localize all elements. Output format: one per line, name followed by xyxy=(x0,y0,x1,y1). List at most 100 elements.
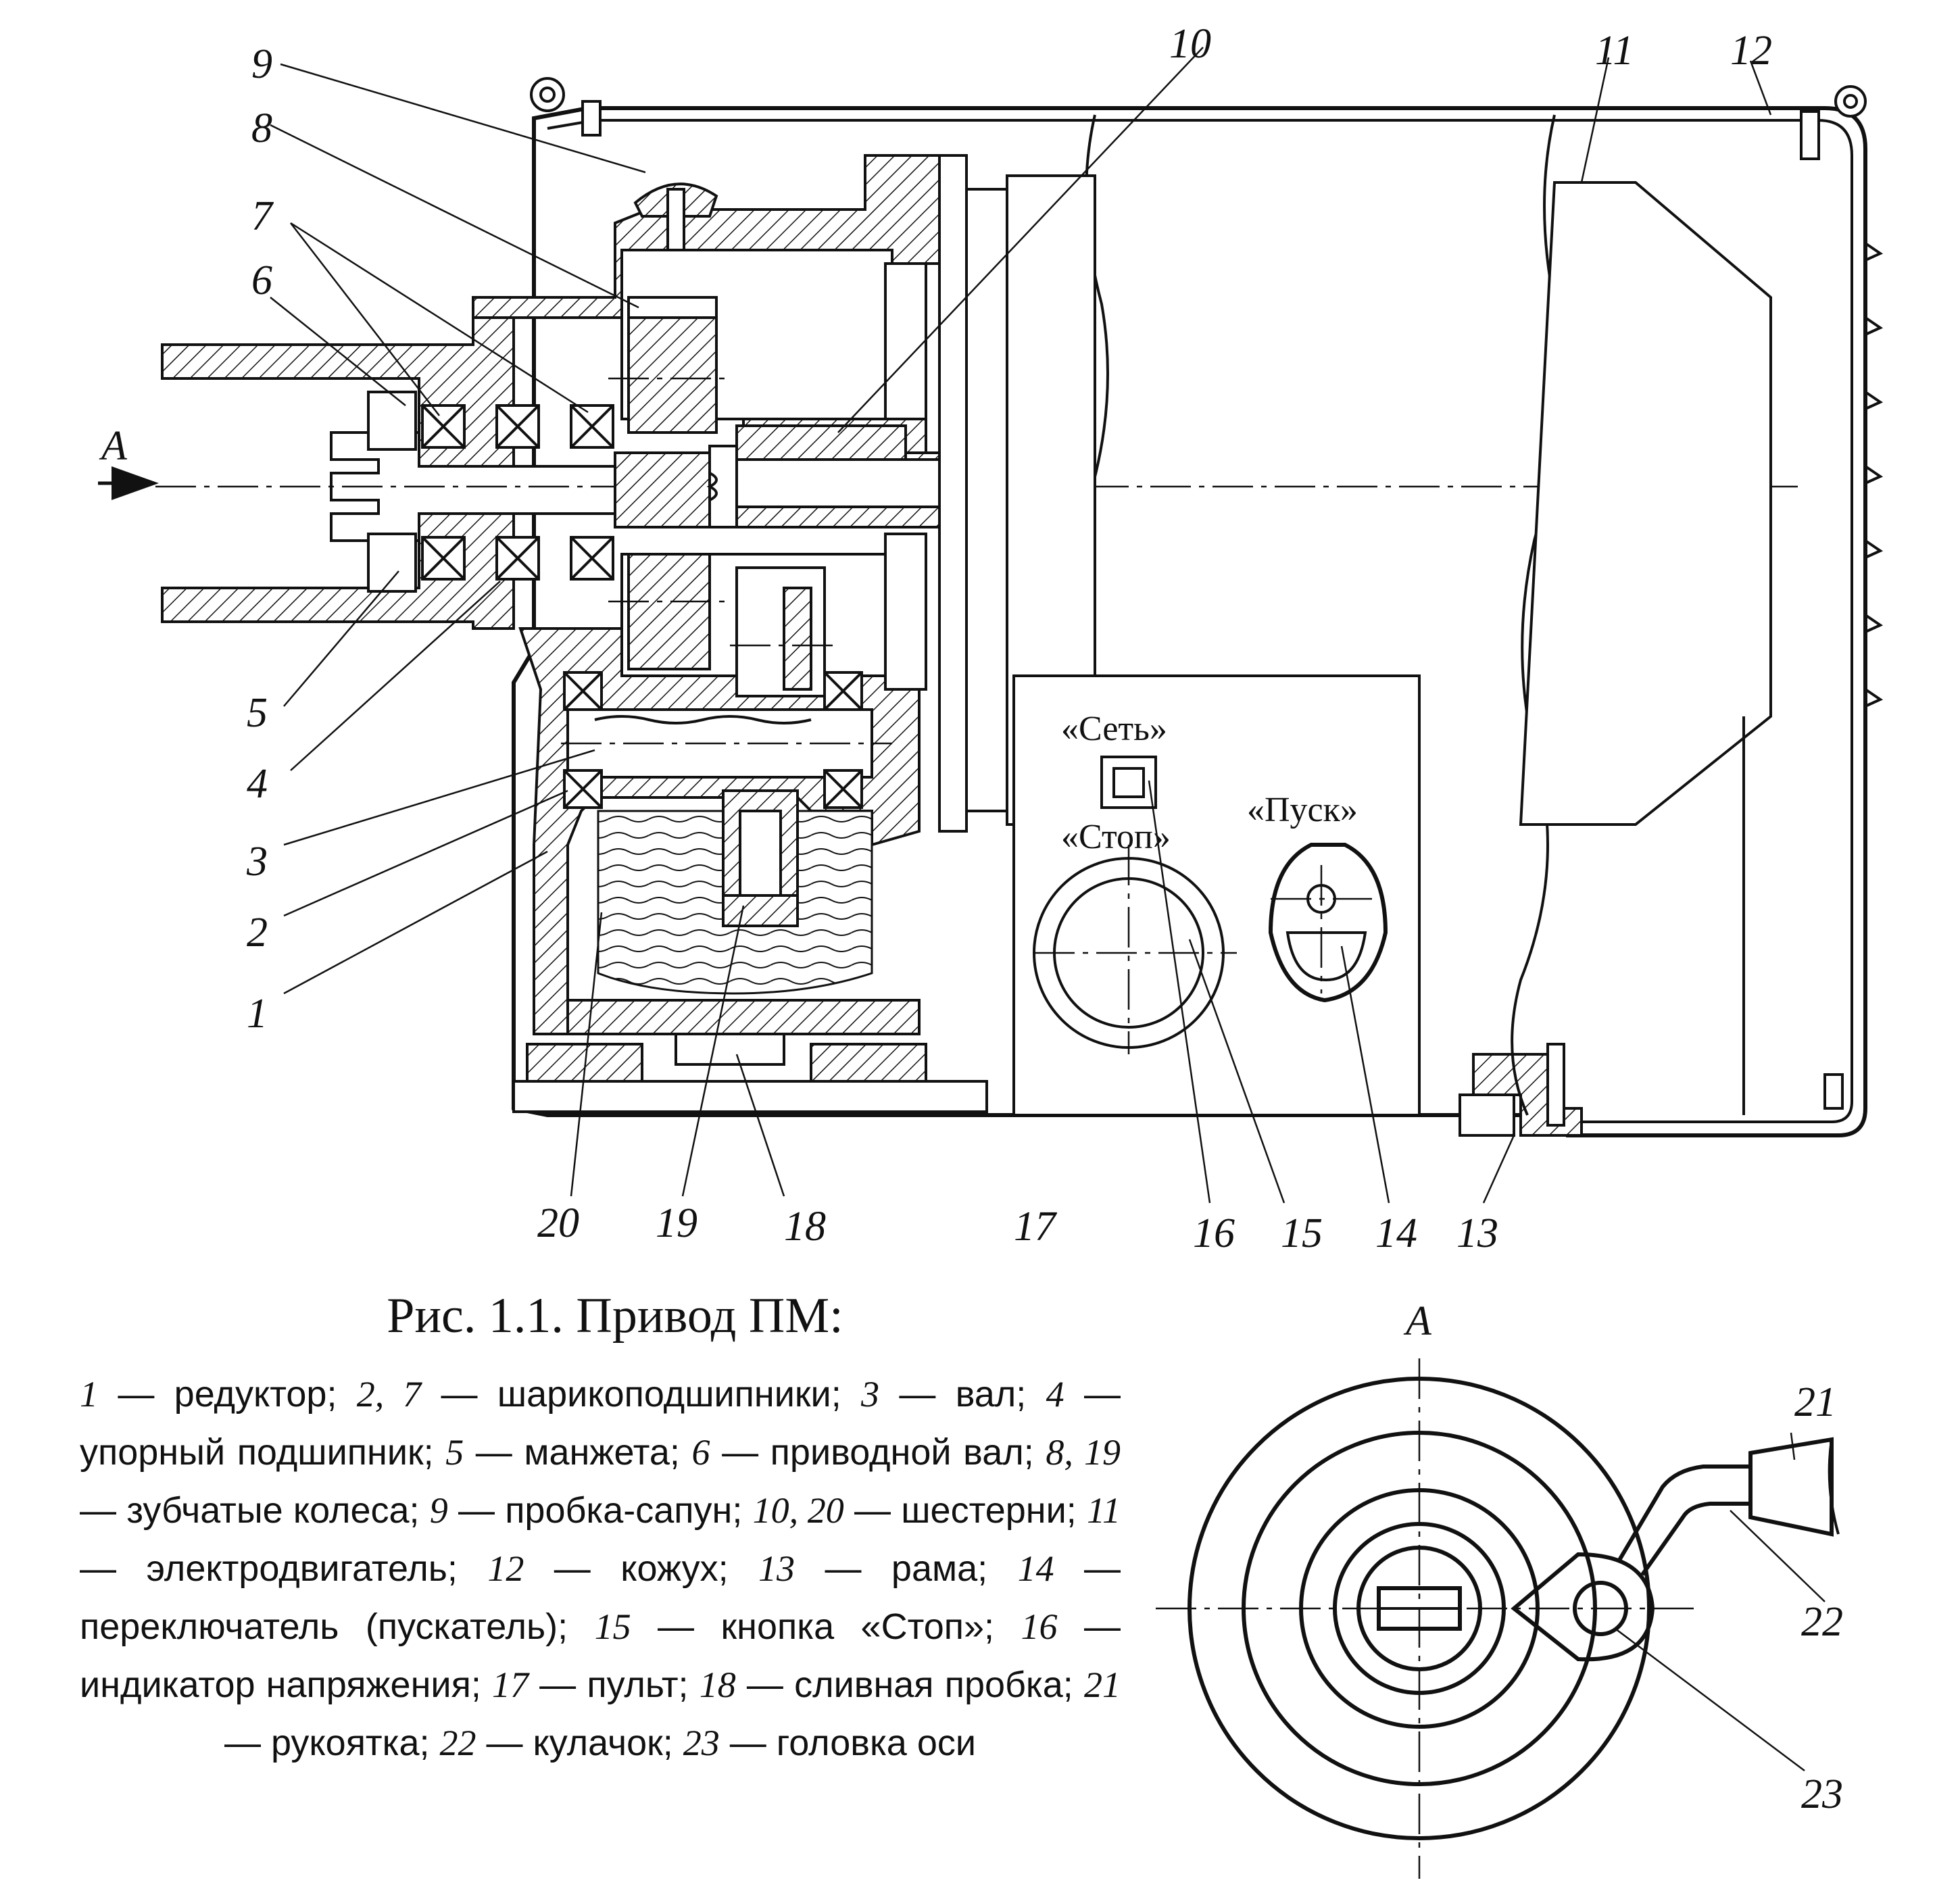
pinion-10-shaft xyxy=(735,458,941,508)
bolt-top-left xyxy=(581,100,602,137)
cam-arm xyxy=(1617,1465,1753,1576)
legend-item-number: 4 xyxy=(1046,1374,1064,1414)
callout-1: 1 xyxy=(247,991,268,1037)
legend-item: 11 — электродвигатель; xyxy=(80,1490,1121,1589)
callout-view-arrow: A xyxy=(99,423,128,469)
legend-item-number: 8, 19 xyxy=(1046,1432,1121,1473)
figure-caption-title: Рис. 1.1. Привод ПМ: xyxy=(387,1288,843,1344)
legend-item: 3 — вал; xyxy=(861,1374,1027,1414)
legend-item: 4 — упорный подшипник; xyxy=(80,1374,1121,1473)
legend-item-number: 9 xyxy=(429,1490,448,1531)
view-a-title: A xyxy=(1403,1298,1432,1344)
legend-item: 21 — рукоятка; xyxy=(224,1665,1121,1763)
callout-7: 7 xyxy=(251,193,274,239)
legend-item-number: 2, 7 xyxy=(356,1374,422,1414)
legend-item: 22 — кулачок; xyxy=(439,1723,673,1763)
view-a-outer-ring xyxy=(1187,1377,1651,1840)
callout-4: 4 xyxy=(247,761,268,807)
legend-item-text: шарикоподшипники; xyxy=(497,1374,841,1414)
drain-plug xyxy=(675,1033,785,1066)
legend-item: 14 — переключатель (пускатель); xyxy=(80,1548,1121,1647)
handle-21-break xyxy=(1828,1439,1840,1535)
view-a: A 21 22 23 xyxy=(1156,1298,1843,1879)
callout-5: 5 xyxy=(247,690,268,736)
legend-item: 18 — сливная пробка; xyxy=(699,1665,1073,1705)
gear-19-inner xyxy=(783,587,812,691)
legend-item-text: редуктор; xyxy=(174,1374,337,1414)
motor-fins xyxy=(1864,242,1884,708)
legend-item-number: 18 xyxy=(699,1665,736,1705)
callout-16: 16 xyxy=(1193,1210,1235,1256)
legend-item-text: приводной вал; xyxy=(770,1432,1034,1473)
coupling-gear xyxy=(708,445,738,528)
legend-item: 13 — рама; xyxy=(758,1548,988,1589)
callout-9: 9 xyxy=(251,41,272,87)
gear-8 xyxy=(627,296,718,434)
start-switch[interactable] xyxy=(1268,843,1388,1003)
legend-item: 2, 7 — шарикоподшипники; xyxy=(356,1374,841,1414)
callout-10: 10 xyxy=(1169,21,1211,67)
legend-item-text: кулачок; xyxy=(533,1723,673,1763)
callout-3: 3 xyxy=(246,839,268,885)
callout-12: 12 xyxy=(1730,28,1772,74)
callout-20: 20 xyxy=(537,1200,579,1246)
legend-item-number: 5 xyxy=(445,1432,464,1473)
legend-item-number: 15 xyxy=(594,1606,631,1647)
motor-flange-outer xyxy=(965,188,1008,812)
panel-stop-label: «Стоп» xyxy=(1061,818,1171,856)
legend-item-text: пульт; xyxy=(587,1665,689,1705)
callout-22: 22 xyxy=(1801,1599,1843,1645)
legend-item-number: 21 xyxy=(1083,1665,1121,1705)
legend-item: 17 — пульт; xyxy=(492,1665,689,1705)
legend-item-number: 17 xyxy=(492,1665,529,1705)
legend-item-text: упорный подшипник; xyxy=(80,1432,434,1473)
hinge-right-inner xyxy=(1843,94,1858,109)
gear-20-tooth xyxy=(722,894,799,927)
hinge-left xyxy=(530,77,565,112)
view-a-ring-3 xyxy=(1299,1488,1540,1729)
bolt-top-right xyxy=(1800,110,1820,160)
seal-block-upper xyxy=(367,391,417,451)
legend-item: 15 — кнопка «Стоп»; xyxy=(594,1606,995,1647)
breather-stem xyxy=(666,188,685,251)
legend-item: 6 — приводной вал; xyxy=(691,1432,1034,1473)
legend-item-number: 13 xyxy=(758,1548,795,1589)
legend-item-text: манжета; xyxy=(524,1432,680,1473)
legend-item-text: вал; xyxy=(955,1374,1027,1414)
legend-item: 8, 19 — зубчатые колеса; xyxy=(80,1432,1121,1531)
bolt-bottom-right xyxy=(1823,1073,1844,1110)
legend-item-number: 22 xyxy=(439,1723,476,1763)
legend-item-text: головка оси xyxy=(776,1723,977,1763)
main-section-view: «Сеть» «Стоп» «Пуск» xyxy=(98,77,1884,1137)
legend-item-text: сливная пробка; xyxy=(794,1665,1073,1705)
axis-head-23 xyxy=(1573,1581,1628,1636)
legend-item-number: 12 xyxy=(487,1548,524,1589)
panel-start-label: «Пуск» xyxy=(1247,791,1358,829)
callout-21: 21 xyxy=(1794,1379,1836,1425)
legend-item-number: 11 xyxy=(1086,1490,1121,1531)
legend-item-text: рукоятка; xyxy=(271,1723,430,1763)
frame-13-bolt xyxy=(1546,1043,1565,1127)
callout-2: 2 xyxy=(247,910,268,956)
callout-23: 23 xyxy=(1801,1771,1843,1817)
flange-bracket-bottom xyxy=(884,533,927,691)
view-a-hub xyxy=(1356,1546,1482,1671)
hinge-right xyxy=(1834,85,1867,118)
panel-set-label: «Сеть» xyxy=(1061,710,1167,748)
legend-item: 23 — головка оси xyxy=(683,1723,977,1763)
handle-21 xyxy=(1748,1437,1834,1537)
hinge-left-inner xyxy=(539,87,556,103)
callout-14: 14 xyxy=(1375,1210,1417,1256)
callout-19: 19 xyxy=(656,1200,697,1246)
callout-13: 13 xyxy=(1456,1210,1498,1256)
legend-item-number: 1 xyxy=(80,1374,98,1414)
legend-item-number: 3 xyxy=(861,1374,880,1414)
legend-item-text: кожух; xyxy=(620,1548,729,1589)
casing-inner-line xyxy=(547,119,1853,1123)
legend-item: 5 — манжета; xyxy=(445,1432,680,1473)
legend-item-number: 23 xyxy=(683,1723,720,1763)
legend-item-text: пробка-сапун; xyxy=(505,1490,743,1531)
cam-22 xyxy=(1511,1552,1655,1662)
start-switch-handle xyxy=(1285,931,1367,982)
